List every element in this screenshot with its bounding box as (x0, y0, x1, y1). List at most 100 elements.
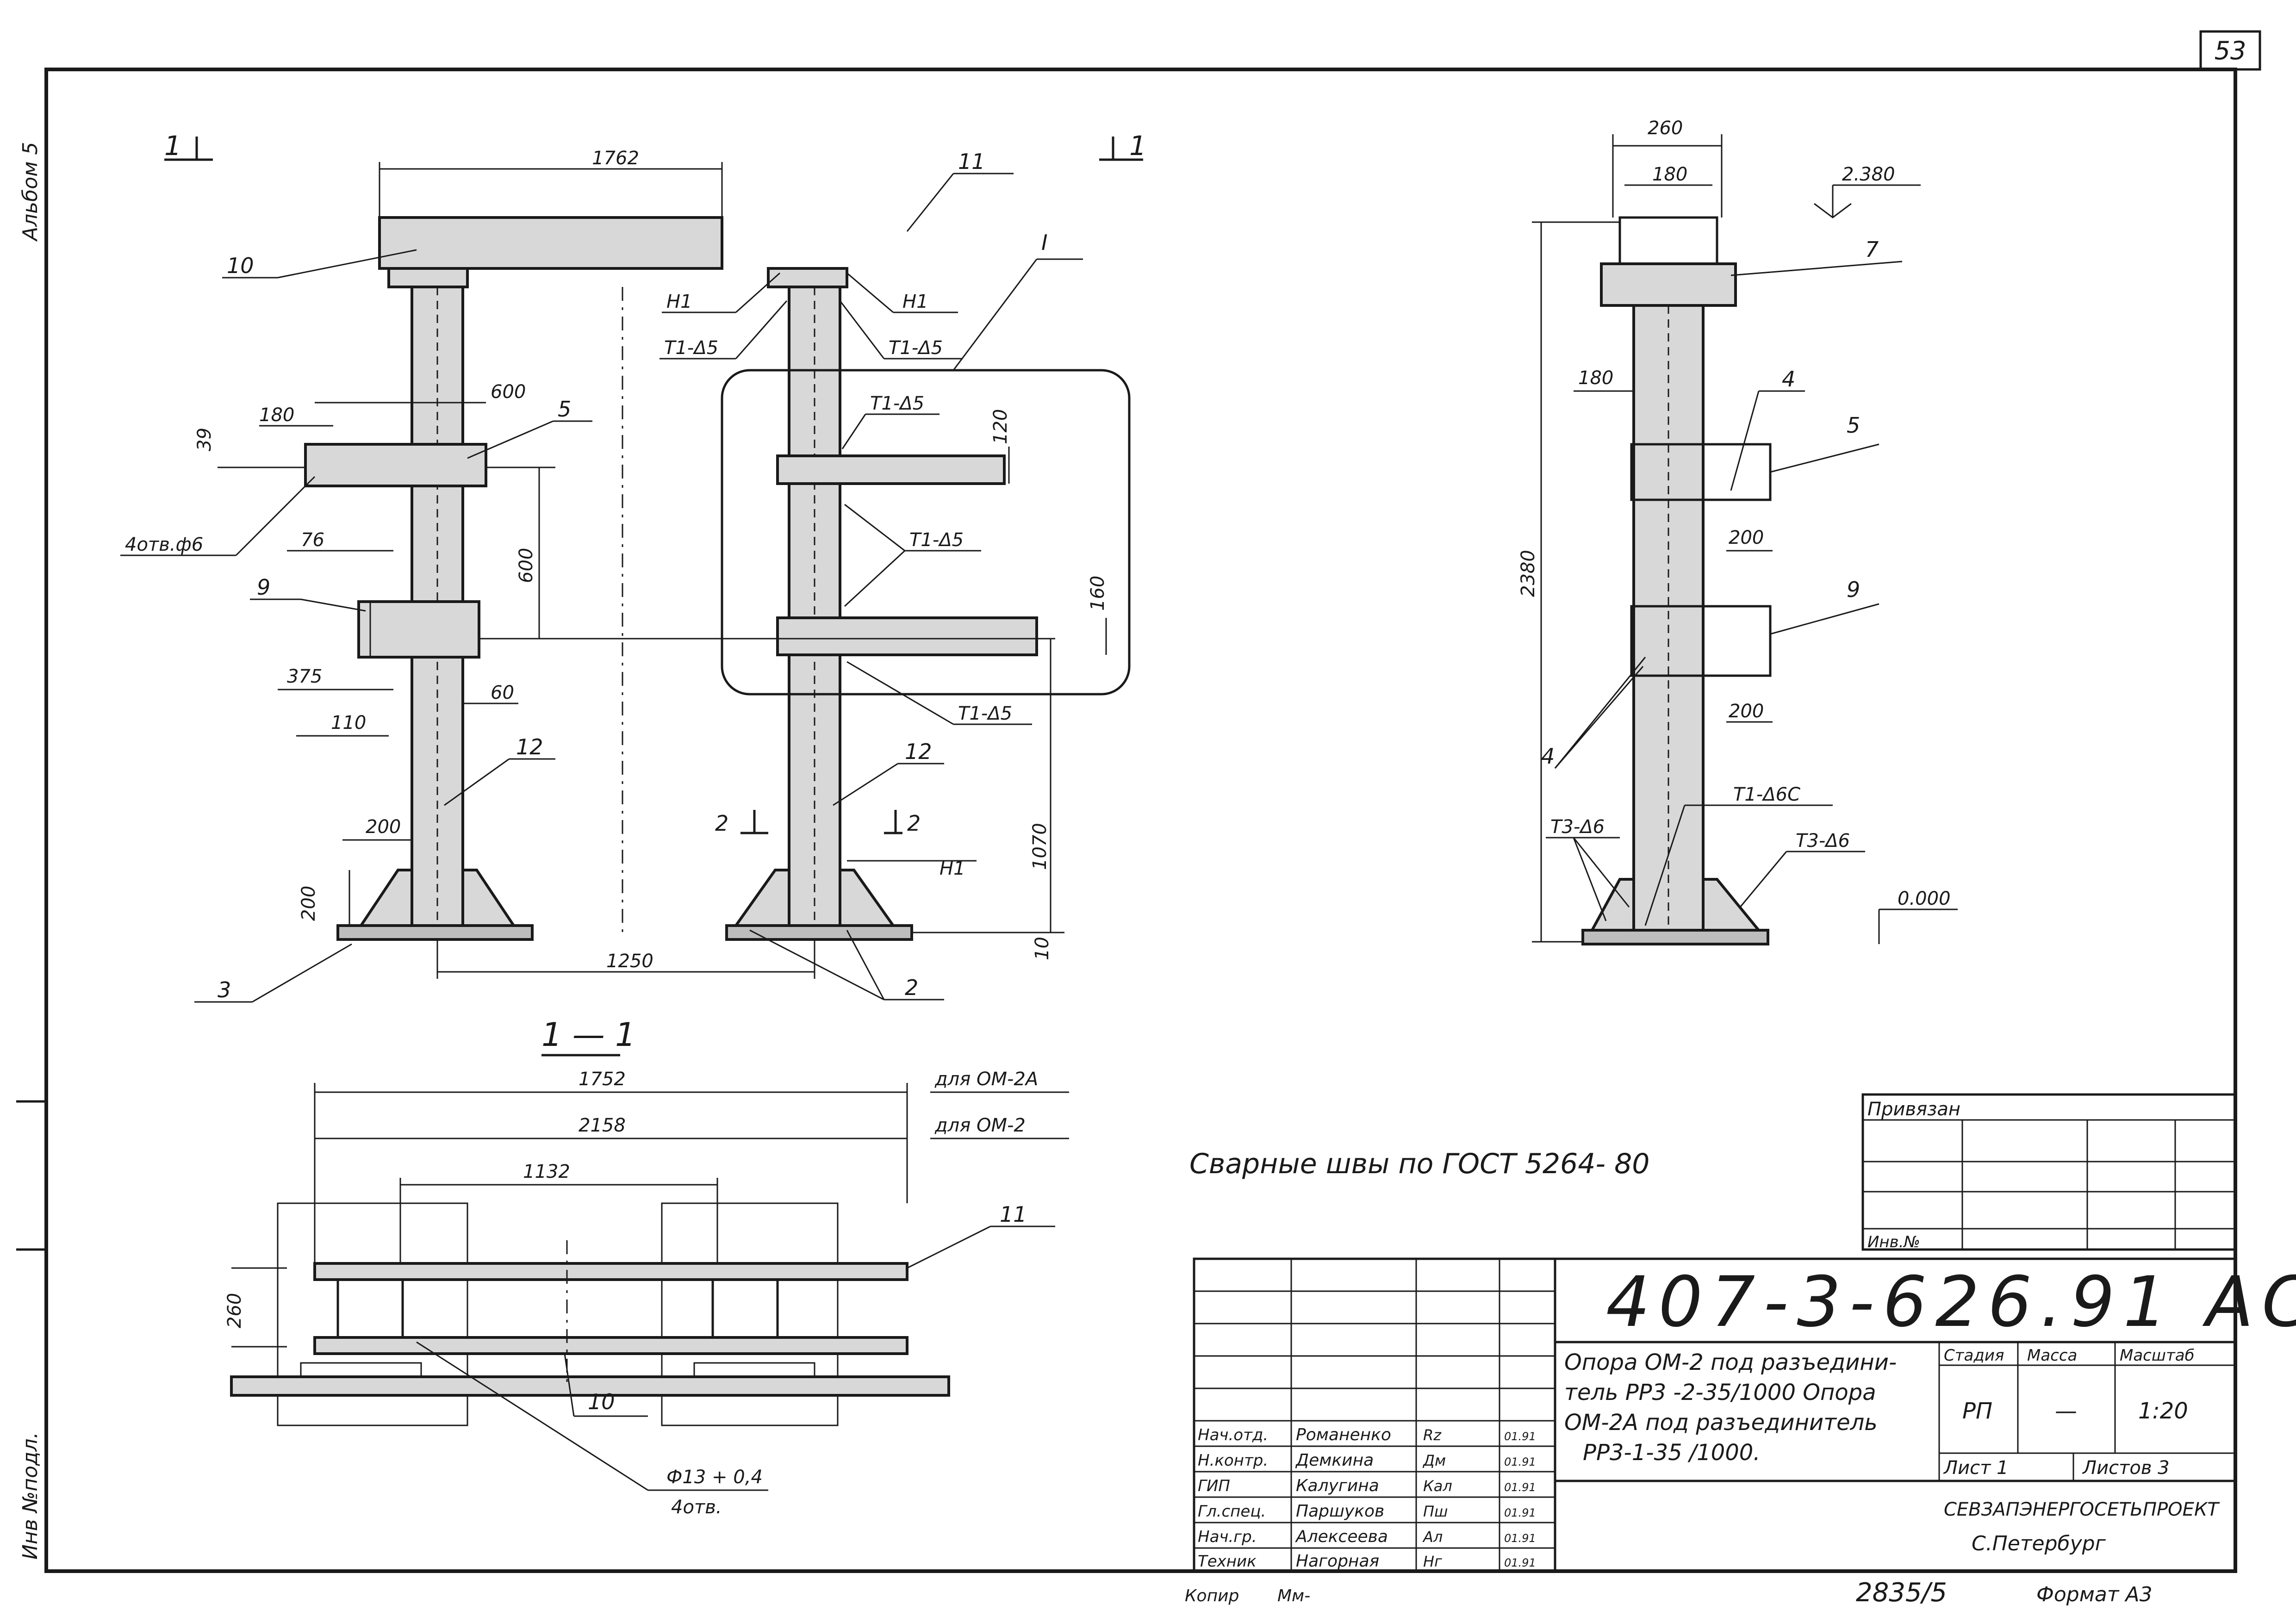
dim-39: 39 (194, 428, 215, 451)
part-12-left-label: 12 (516, 734, 543, 759)
weld-t1-low: Т1-Δ5 (958, 703, 1012, 724)
hole-diameter: Ф13 + 0,4 (666, 1467, 763, 1488)
title-line-1: Опора ОМ-2 под разъедини- (1564, 1349, 1897, 1375)
stage-header: Стадия (1944, 1346, 2004, 1365)
bracket-9-right (776, 616, 1038, 656)
hole-count: 4отв. (671, 1497, 722, 1518)
weld-t1-6c: Т1-Δ6С (1733, 784, 1800, 805)
bracket-5-right (776, 454, 1006, 485)
staff-sign-2: Кал (1423, 1477, 1452, 1495)
part-9-label: 9 (257, 575, 270, 600)
top-cap-side (1618, 216, 1718, 265)
dim-600-top: 600 (491, 381, 526, 403)
part-4-bottom-label: 4 (1541, 744, 1555, 769)
dim-beam-length: 1762 (592, 148, 639, 169)
part-12-right-label: 12 (905, 739, 932, 764)
dim-1070: 1070 (1029, 823, 1051, 870)
part-4-top-label: 4 (1782, 367, 1795, 392)
format-label: Формат А3 (2036, 1583, 2153, 1606)
dim-2380: 2380 (1518, 550, 1539, 597)
section-1-1: 1 — 1 1752 для ОМ-2А 2158 для ОМ-2 1132 … (224, 1016, 1069, 1518)
city: С.Петербург (1972, 1532, 2106, 1555)
top-beam (378, 216, 723, 270)
privyazan-label: Привязан (1867, 1099, 1960, 1120)
column-cap-left (387, 267, 469, 288)
dim-260-side: 260 (1648, 118, 1683, 139)
for-om2: для ОМ-2 (934, 1115, 1026, 1136)
staff-sign-0: Rz (1423, 1426, 1442, 1444)
dim-200-horizontal: 200 (366, 816, 401, 838)
part-7-block (1600, 262, 1737, 307)
staff-sign-5: Нг (1423, 1553, 1442, 1570)
dim-200-a: 200 (1729, 527, 1764, 548)
sheet-number: Лист 1 (1943, 1457, 2009, 1479)
part-7-label: 7 (1865, 237, 1879, 262)
dim-1132: 1132 (523, 1161, 570, 1182)
part-10-label: 10 (227, 253, 254, 278)
inventory-label: Инв №подл. (19, 1432, 42, 1560)
scale-header: Масштаб (2120, 1346, 2195, 1365)
gusset-right-b (839, 869, 896, 927)
staff-date-0: 01.91 (1504, 1430, 1536, 1443)
privyazan-box (1861, 1093, 2237, 1251)
part-10-plan-label: 10 (588, 1389, 615, 1414)
weld-t3-left: Т3-Δ6 (1550, 816, 1605, 838)
bracket-9-side (1630, 605, 1772, 677)
dim-600-vertical: 600 (516, 548, 537, 583)
weld-h1-left: Н1 (666, 291, 692, 312)
dim-200-b: 200 (1729, 701, 1764, 722)
title-block: Привязан Инв.№ 407-3-626.91 АС.И-74 Опор… (1193, 1093, 2296, 1573)
part-11-label: 11 (958, 149, 985, 174)
for-om2a: для ОМ-2А (934, 1069, 1038, 1090)
page-number: 53 (2215, 36, 2246, 65)
column-cap-right (767, 267, 848, 288)
gusset-side-b (1702, 878, 1762, 932)
title-line-3: ОМ-2А под разъединитель (1564, 1410, 1878, 1436)
dim-76: 76 (301, 529, 324, 551)
kopir-label: Копир (1185, 1586, 1239, 1605)
dim-2158: 2158 (579, 1115, 626, 1136)
front-elevation: 1 1 1762 I (120, 130, 1146, 1003)
document-code: 407-3-626.91 АС.И-74 (1606, 1262, 2296, 1343)
part-9-side-label: 9 (1847, 577, 1860, 602)
staff-sign-4: Ал (1422, 1528, 1443, 1546)
scale-value: 1:20 (2138, 1398, 2188, 1424)
staff-date-5: 01.91 (1504, 1556, 1536, 1569)
dim-1752: 1752 (579, 1069, 626, 1090)
node-mark: I (1041, 230, 1048, 255)
section-mark-right: 1 (1129, 130, 1146, 162)
staff-name-0: Романенко (1296, 1425, 1391, 1444)
kopir-signature: Мм- (1277, 1586, 1310, 1605)
elev-top: 2.380 (1842, 164, 1895, 185)
beam-10-plan (313, 1336, 908, 1355)
staff-date-1: 01.91 (1504, 1455, 1536, 1468)
weld-t1-mid: Т1-Δ5 (909, 529, 964, 551)
part-11-plan-label: 11 (1000, 1202, 1027, 1227)
staff-date-2: 01.91 (1504, 1481, 1536, 1494)
weld-t1-left: Т1-Δ5 (664, 337, 718, 359)
dim-110: 110 (331, 712, 366, 734)
beam-11-plan (313, 1262, 908, 1281)
staff-sign-1: Дм (1422, 1452, 1446, 1469)
gusset-left-b (461, 869, 516, 927)
section-2-right: 2 (907, 811, 921, 836)
dim-10: 10 (1032, 937, 1053, 960)
staff-name-3: Паршуков (1296, 1502, 1384, 1521)
side-elevation: 260 180 2.380 2380 180 200 200 7 4 5 9 4… (1518, 118, 1958, 945)
weld-h1-base: Н1 (940, 858, 965, 879)
archive-number: 2835/5 (1856, 1578, 1947, 1608)
dim-200-vertical: 200 (298, 886, 319, 921)
section-mark-left: 1 (164, 130, 181, 162)
sheet-frame (44, 68, 2237, 1573)
staff-name-2: Калугина (1296, 1476, 1379, 1495)
dim-180-side: 180 (1578, 367, 1613, 389)
sheet-count: Листов 3 (2082, 1457, 2170, 1479)
bracket-9-left (357, 600, 480, 659)
title-line-4: РР3-1-35 /1000. (1583, 1440, 1761, 1466)
dim-180: 180 (259, 404, 294, 426)
page-number-box (2199, 30, 2261, 71)
section-2-left: 2 (715, 811, 728, 836)
staff-role-3: Гл.спец. (1198, 1502, 1266, 1521)
holes-callout: 4отв.ф6 (125, 534, 203, 555)
